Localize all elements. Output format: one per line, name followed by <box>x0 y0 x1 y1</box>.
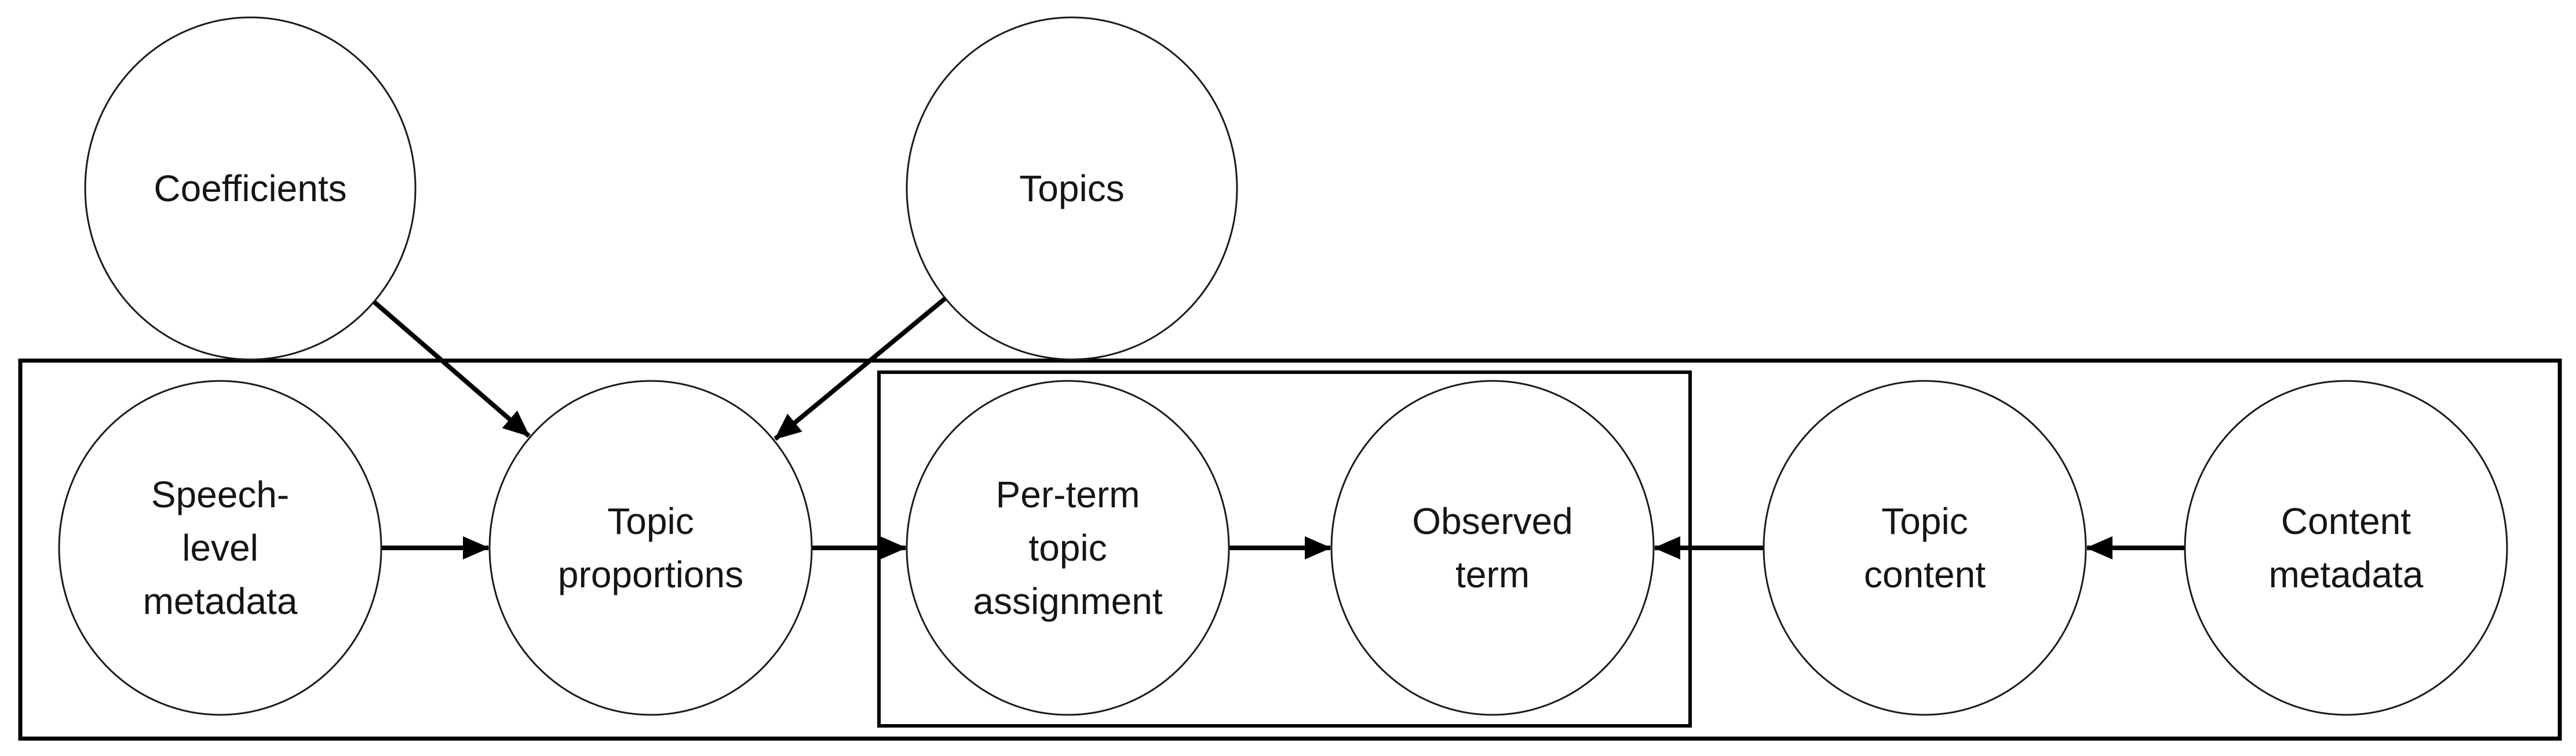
node-coefficients: Coefficients <box>84 16 417 361</box>
content-metadata-circle <box>2184 380 2508 716</box>
speech-level-metadata-circle <box>58 380 382 716</box>
observed-term-circle <box>1330 380 1655 716</box>
per-term-topic-assignment-circle <box>906 380 1230 716</box>
observed-term-label-line2: term <box>1455 554 1530 595</box>
coefficients-label: Coefficients <box>154 168 346 209</box>
speech-level-metadata-label-line1: Speech- <box>151 474 289 515</box>
per-term-topic-assignment-label-line3: assignment <box>973 580 1163 622</box>
edge-coefficients-to-topic-proportions <box>373 300 531 438</box>
topic-proportions-circle <box>488 380 813 716</box>
coefficients-circle <box>84 16 417 361</box>
topic-content-label-line2: content <box>1864 554 1986 595</box>
content-metadata-label-line1: Content <box>2281 500 2411 542</box>
per-term-topic-assignment-label-line2: topic <box>1028 527 1107 569</box>
topic-proportions-label-line2: proportions <box>558 554 743 595</box>
topic-content-label-line1: Topic <box>1881 500 1968 542</box>
speech-level-metadata-label-line2: level <box>182 527 258 569</box>
topic-proportions-label-line1: Topic <box>607 500 694 542</box>
edge-topics-to-topic-proportions <box>773 296 947 441</box>
per-term-topic-assignment-label-line1: Per-term <box>996 474 1140 515</box>
topics-label: Topics <box>1019 168 1124 209</box>
node-topic-content: Topic content <box>1763 380 2087 716</box>
node-observed-term: Observed term <box>1330 380 1655 716</box>
speech-level-metadata-label-line3: metadata <box>143 580 298 622</box>
topic-content-circle <box>1763 380 2087 716</box>
topics-circle <box>906 16 1238 361</box>
content-metadata-label-line2: metadata <box>2269 554 2424 595</box>
outer-plate-rect <box>18 358 2562 741</box>
node-speech-level-metadata: Speech- level metadata <box>58 380 382 716</box>
observed-term-label-line1: Observed <box>1412 500 1572 542</box>
node-topic-proportions: Topic proportions <box>488 380 813 716</box>
node-topics: Topics <box>906 16 1238 361</box>
node-per-term-topic-assignment: Per-term topic assignment <box>906 380 1230 716</box>
node-content-metadata: Content metadata <box>2184 380 2508 716</box>
